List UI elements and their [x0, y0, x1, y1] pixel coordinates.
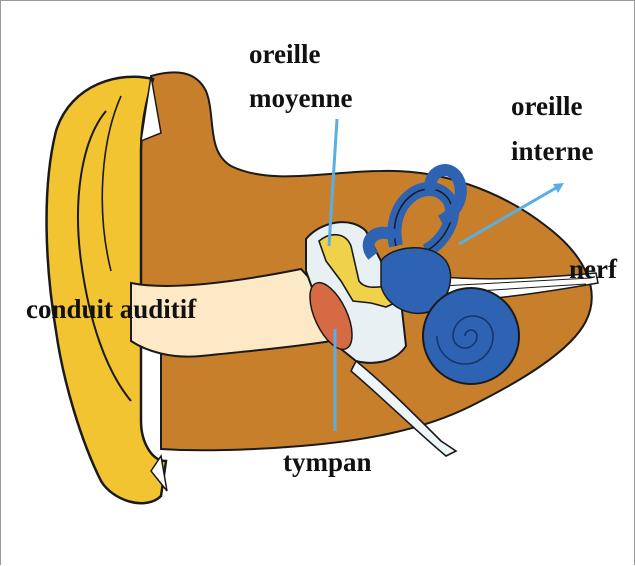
cochlea: [423, 288, 519, 384]
label-eardrum: tympan: [283, 449, 372, 476]
label-middle-ear-line1: oreille: [249, 41, 320, 68]
label-nerve: nerf: [569, 256, 617, 283]
label-ear-canal: conduit auditif: [26, 296, 196, 323]
label-middle-ear-line2: moyenne: [249, 85, 353, 112]
label-inner-ear-line1: oreille: [511, 93, 582, 120]
label-inner-ear-line2: interne: [511, 138, 593, 165]
